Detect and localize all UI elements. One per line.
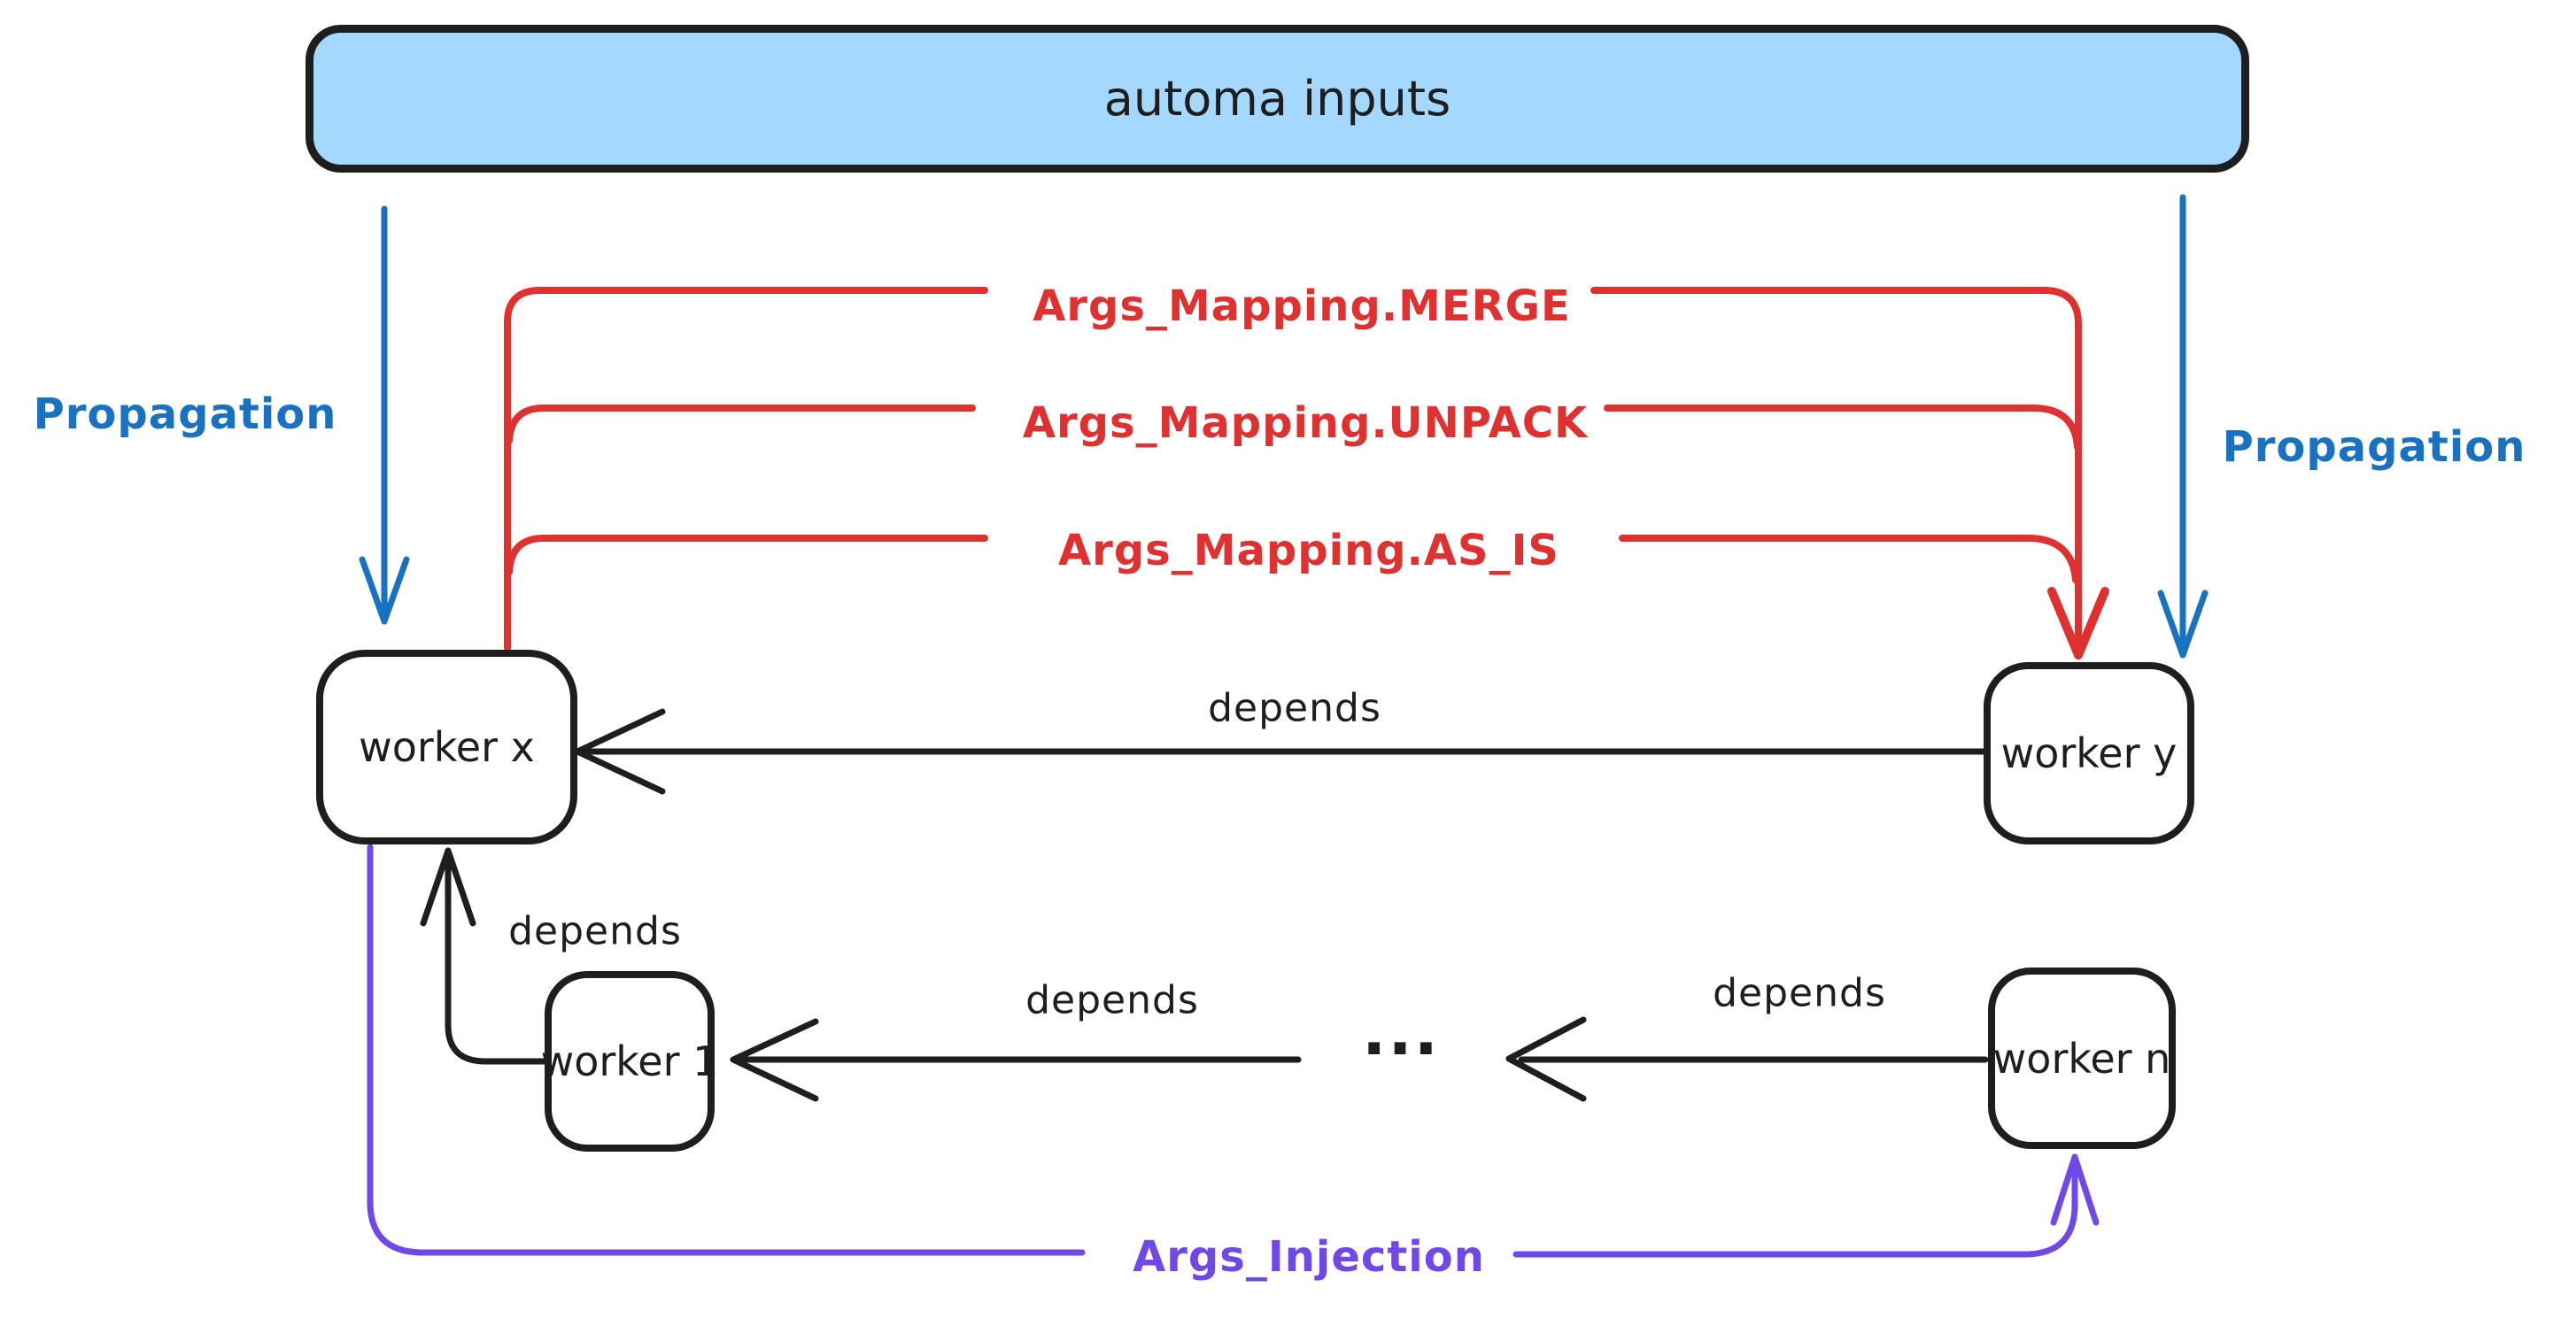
args-mapping-unpack-label: Args_Mapping.UNPACK — [1022, 398, 1589, 448]
depends-label-1-to-x: depends — [508, 908, 682, 954]
node-worker-x: worker x — [316, 650, 577, 844]
propagation-arrow-left — [359, 205, 410, 625]
depends-arrow-y-to-x — [574, 708, 1987, 795]
args-mapping-connector — [504, 287, 2109, 659]
depends-arrow-chain-right — [1505, 1016, 1989, 1102]
node-worker-x-label: worker x — [359, 723, 535, 771]
node-automa-inputs-label: automa inputs — [1103, 71, 1451, 127]
node-worker-n: worker n — [1988, 968, 2176, 1149]
depends-label-chain-left: depends — [1025, 977, 1199, 1023]
args-injection-connector — [367, 844, 2100, 1258]
propagation-label-left: Propagation — [33, 389, 337, 439]
depends-arrow-1-to-x — [420, 847, 548, 1065]
node-automa-inputs: automa inputs — [306, 25, 2249, 173]
node-worker-n-label: worker n — [1992, 1034, 2171, 1083]
args-injection-label: Args_Injection — [1133, 1232, 1485, 1282]
node-worker-y-label: worker y — [2000, 729, 2178, 777]
ellipsis-label: ... — [1361, 995, 1441, 1069]
depends-arrow-chain-left — [730, 1018, 1302, 1102]
args-mapping-merge-label: Args_Mapping.MERGE — [1033, 281, 1571, 331]
node-worker-y: worker y — [1984, 662, 2194, 844]
propagation-label-right: Propagation — [2222, 422, 2526, 472]
node-worker-1: worker 1 — [541, 971, 718, 1152]
args-mapping-as-is-label: Args_Mapping.AS_IS — [1058, 526, 1559, 575]
depends-label-chain-right: depends — [1713, 970, 1886, 1016]
node-worker-1-label: worker 1 — [540, 1037, 719, 1085]
depends-label-y-to-x: depends — [1208, 685, 1381, 731]
propagation-arrow-right — [2157, 194, 2209, 659]
